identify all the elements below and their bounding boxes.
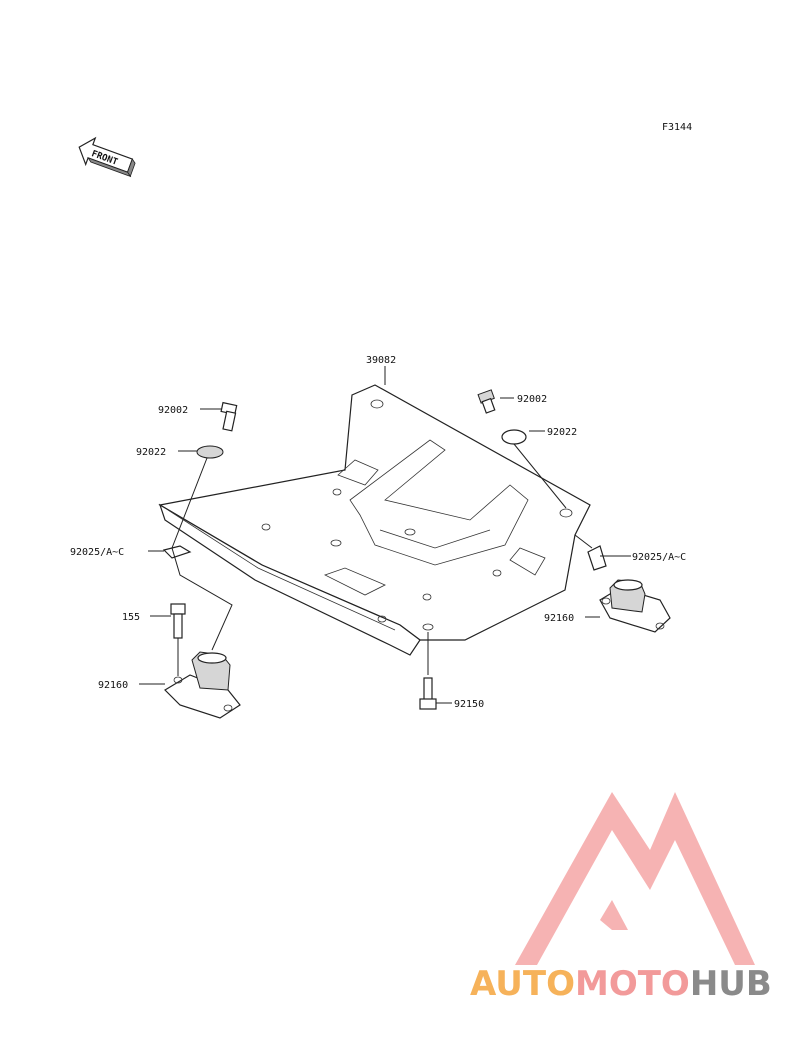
watermark-text: AUTOMOTOHUB [470, 964, 772, 1004]
callout-92002-right: 92002 [517, 394, 547, 405]
callout-39082: 39082 [366, 355, 396, 366]
engine-mount-right [599, 579, 671, 633]
callout-92025-left: 92025/A~C [70, 547, 124, 558]
leader-lines [139, 366, 631, 704]
clip-92025-left [162, 545, 192, 559]
callout-92150: 92150 [454, 699, 484, 710]
washer-92022-left [196, 445, 224, 459]
watermark-logo [515, 792, 755, 965]
callout-92022-left: 92022 [136, 447, 166, 458]
front-arrow-icon: FRONT [78, 136, 136, 178]
bolt-92002-right [477, 389, 496, 414]
callout-92022-right: 92022 [547, 427, 577, 438]
callout-92160-right: 92160 [544, 613, 574, 624]
engine-mount-left [164, 651, 241, 719]
clip-92025-right [587, 545, 607, 571]
bolt-92002-left [220, 401, 238, 432]
bolt-92150 [419, 677, 437, 710]
callout-155: 155 [122, 612, 140, 623]
skid-frame [158, 384, 591, 656]
callout-92025-right: 92025/A~C [632, 552, 686, 563]
callout-92002-left: 92002 [158, 405, 188, 416]
bolt-155 [170, 603, 186, 639]
callout-92160-left: 92160 [98, 680, 128, 691]
figure-code: F3144 [662, 122, 692, 133]
washer-92022-right [501, 429, 527, 445]
